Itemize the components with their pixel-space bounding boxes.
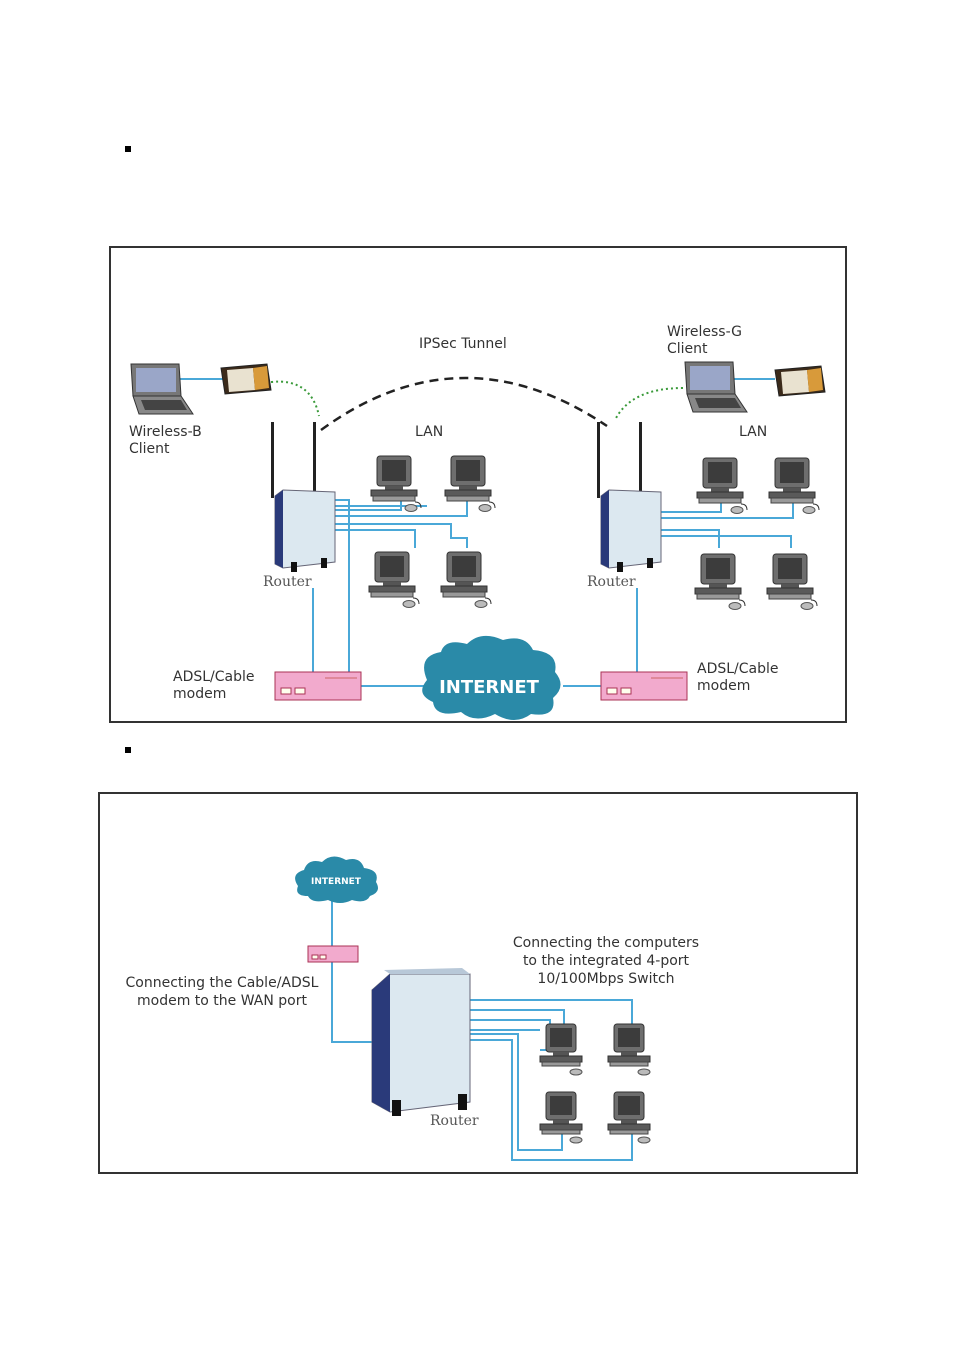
ipsec-tunnel-label: IPSec Tunnel xyxy=(419,336,507,352)
wireless-b-label-1: Wireless-B xyxy=(129,424,202,440)
wireless-b-label-2: Client xyxy=(129,441,170,457)
laptop-icon-right xyxy=(684,361,748,413)
wan-label-1: Connecting the Cable/ADSL xyxy=(126,975,319,991)
wireless-b-link xyxy=(270,380,320,417)
modem-icon-2 xyxy=(307,945,359,963)
bullet-1 xyxy=(125,146,131,152)
switch-label-3: 10/100Mbps Switch xyxy=(537,971,674,987)
wireless-g-label-2: Client xyxy=(667,341,708,357)
router-label-left: Router xyxy=(263,574,312,590)
wireless-card-icon-right xyxy=(774,365,826,397)
router-icon-2 xyxy=(371,968,471,1116)
diagram-2-canvas: INTERNET Connecting the Cable/ADSL modem… xyxy=(126,856,699,1161)
pc-icon-left-1 xyxy=(370,455,422,512)
internet-label-2: INTERNET xyxy=(311,877,362,887)
modem-label-right-2: modem xyxy=(697,678,750,694)
lan-label-right: LAN xyxy=(739,424,767,440)
switch-label-2: to the integrated 4-port xyxy=(523,953,690,969)
wan-label-2: modem to the WAN port xyxy=(137,993,308,1009)
router-icon-right xyxy=(596,421,662,573)
switch-label-1: Connecting the computers xyxy=(513,935,699,951)
modem-icon-left xyxy=(274,671,362,701)
links-left xyxy=(177,378,529,687)
pc-icon-left-3 xyxy=(368,551,420,608)
ipsec-tunnel-arc xyxy=(320,376,608,432)
pc-icon-right-4 xyxy=(766,553,818,610)
links-diagram-2 xyxy=(331,898,633,1161)
laptop-icon-left xyxy=(130,363,194,415)
pc-icon-2-2 xyxy=(607,1023,651,1076)
diagram-1-canvas: INTERNET IPSec Tunnel Wireless-B Client … xyxy=(129,324,826,720)
internet-cloud-icon xyxy=(422,635,561,720)
modem-label-left-2: modem xyxy=(173,686,226,702)
wireless-g-label-1: Wireless-G xyxy=(667,324,742,340)
pc-icon-left-2 xyxy=(444,455,496,512)
lan-label-left: LAN xyxy=(415,424,443,440)
diagram-router-connections: INTERNET Connecting the Cable/ADSL modem… xyxy=(98,792,858,1174)
router-label-2: Router xyxy=(430,1113,479,1129)
pc-icon-2-1 xyxy=(539,1023,583,1076)
pc-icon-left-4 xyxy=(440,551,492,608)
pc-icon-2-4 xyxy=(607,1091,651,1144)
router-icon-left xyxy=(270,421,336,573)
internet-label-1: INTERNET xyxy=(439,677,540,698)
modem-label-left-1: ADSL/Cable xyxy=(173,669,255,685)
bullet-2 xyxy=(125,747,131,753)
internet-cloud-icon-2 xyxy=(295,856,378,903)
modem-label-right-1: ADSL/Cable xyxy=(697,661,779,677)
modem-icon-right xyxy=(600,671,688,701)
router-label-right: Router xyxy=(587,574,636,590)
links-right xyxy=(275,378,794,687)
wireless-g-link xyxy=(614,387,684,421)
pc-icon-right-3 xyxy=(694,553,746,610)
wireless-card-icon-left xyxy=(220,363,272,395)
diagram-ipsec-tunnel: INTERNET IPSec Tunnel Wireless-B Client … xyxy=(109,246,847,723)
